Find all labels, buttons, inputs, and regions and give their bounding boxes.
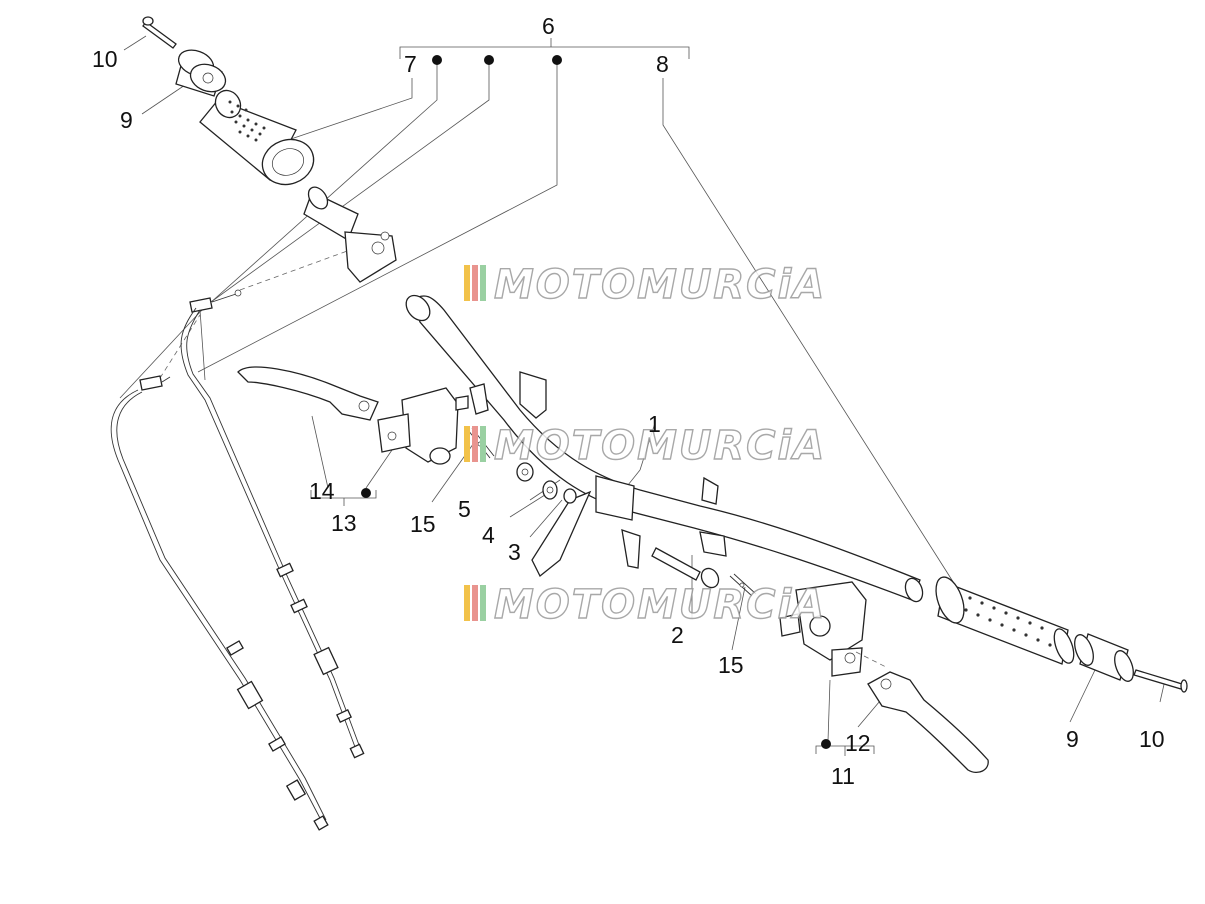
kit-dot-1 (432, 55, 442, 65)
kit-dot-3 (552, 55, 562, 65)
watermark-3: MOTOMURCiA (464, 581, 826, 629)
callout-7: 7 (404, 51, 417, 77)
callout-15-right: 15 (718, 652, 744, 678)
throttle-cable-a (180, 307, 365, 759)
bar-end-screw-left (142, 16, 177, 49)
kit-dot-11 (821, 739, 831, 749)
washer-3 (563, 488, 577, 504)
kit-dot-13 (361, 488, 371, 498)
callout-12: 12 (845, 730, 871, 756)
right-grip (935, 576, 1075, 665)
callout-2: 2 (671, 622, 684, 648)
wm-stripe (480, 426, 486, 462)
grip-texture-left (228, 100, 266, 142)
washer-5 (516, 462, 534, 482)
watermark-1: MOTOMURCiA (464, 261, 826, 309)
cable-connector (139, 289, 242, 391)
right-brake-lever (867, 671, 989, 774)
wm-stripe (464, 585, 470, 621)
callout-4: 4 (482, 522, 495, 548)
callout-labels: 6 7 8 10 9 1 14 13 15 5 4 3 2 15 12 11 9… (92, 13, 1165, 789)
bar-end-weight-left (175, 49, 227, 97)
callout-9-right: 9 (1066, 726, 1079, 752)
right-master-cylinder (779, 581, 867, 677)
callout-8: 8 (656, 51, 669, 77)
wm-stripe (464, 265, 470, 301)
watermark-text: MOTOMURCiA (494, 423, 826, 469)
callout-3: 3 (508, 539, 521, 565)
left-master-cylinder (377, 387, 469, 465)
wm-stripe (480, 265, 486, 301)
bar-end-weight-right (1074, 633, 1134, 682)
callout-15-left: 15 (410, 511, 436, 537)
group-bracket-13 (310, 490, 377, 506)
wm-stripe (472, 426, 478, 462)
callout-9-left: 9 (120, 107, 133, 133)
bolt-2 (651, 547, 720, 589)
handlebar (405, 294, 924, 603)
callout-11: 11 (831, 763, 855, 789)
wm-stripe (472, 585, 478, 621)
callout-10-right: 10 (1139, 726, 1165, 752)
wm-stripe (480, 585, 486, 621)
left-grip (199, 89, 315, 186)
throttle-cable-b (110, 389, 329, 831)
watermark-text: MOTOMURCiA (494, 262, 826, 308)
throttle-tube (303, 186, 397, 283)
washer-4 (542, 480, 558, 500)
kit-dot-2 (484, 55, 494, 65)
callout-10-left: 10 (92, 46, 118, 72)
wm-stripe (472, 265, 478, 301)
pin-15-right (729, 573, 757, 597)
left-brake-lever (237, 366, 379, 421)
wm-stripe (464, 426, 470, 462)
callout-5: 5 (458, 496, 471, 522)
callout-6: 6 (542, 13, 555, 39)
callout-13: 13 (331, 510, 357, 536)
watermark-text: MOTOMURCiA (494, 582, 826, 628)
group-bracket-11 (815, 745, 875, 756)
watermark-2: MOTOMURCiA (464, 422, 826, 470)
callout-1: 1 (648, 411, 661, 437)
grip-texture-right (964, 596, 1052, 647)
bar-end-screw-right (1133, 669, 1188, 693)
callout-14: 14 (309, 478, 335, 504)
group-bracket-6 (399, 38, 690, 59)
